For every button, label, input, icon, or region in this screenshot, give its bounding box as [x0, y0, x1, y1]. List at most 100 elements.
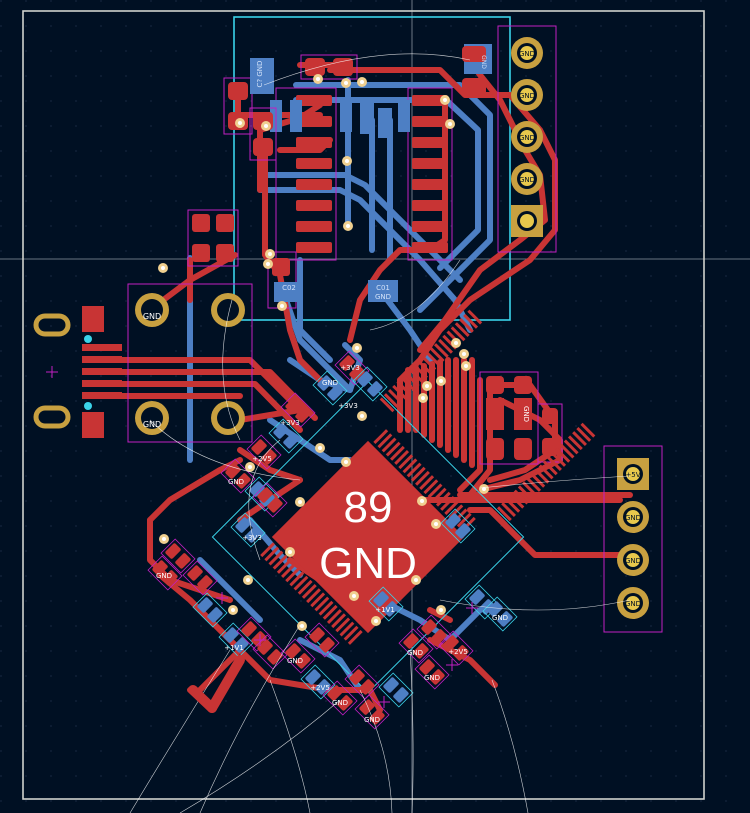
chip-pin — [444, 500, 460, 515]
top-header-pin[interactable]: GND — [511, 37, 543, 69]
chip-pin — [339, 621, 355, 637]
decoupling-capacitor[interactable] — [440, 508, 476, 544]
top-ic-footprint[interactable] — [270, 87, 453, 261]
decoupling-capacitor[interactable] — [416, 614, 452, 650]
decoupling-capacitor[interactable] — [182, 560, 218, 596]
chip-pin-count: 89 — [344, 483, 393, 532]
top-header-pin[interactable]: GND — [511, 121, 543, 153]
top-header-connector[interactable]: GND GND GND GND — [497, 25, 557, 253]
decoupling-capacitor[interactable] — [147, 555, 183, 591]
right-header-pin[interactable]: +5V — [617, 458, 649, 490]
via — [431, 519, 441, 529]
top-header-pin-label: GND — [519, 50, 535, 58]
right-gnd-label: GND — [522, 406, 530, 422]
decoupling-capacitor[interactable] — [252, 482, 288, 518]
via — [235, 118, 245, 128]
via — [263, 259, 273, 269]
chip-pin — [496, 506, 512, 522]
decoupling-capacitor[interactable] — [352, 366, 388, 402]
decoupling-capacitor[interactable] — [160, 538, 196, 574]
decoupling-capacitor[interactable] — [482, 596, 518, 632]
top-header-pin-label: GND — [519, 176, 535, 184]
chip-pin — [505, 497, 521, 513]
usb-mount-hole-top-right — [211, 293, 245, 327]
chip-pin — [433, 343, 449, 358]
decoupling-capacitor[interactable] — [414, 654, 450, 690]
right-resistor-group[interactable]: GND — [479, 371, 563, 465]
chip-pin — [417, 359, 433, 375]
right-header-pin[interactable]: GND — [617, 544, 649, 576]
via — [342, 156, 352, 166]
cap-c01-gnd-label: GND — [375, 293, 391, 301]
chip-pin — [285, 567, 301, 583]
decoupling-capacitor[interactable] — [368, 586, 404, 622]
usb-hole-label: GND — [143, 420, 161, 429]
chip-pin — [563, 439, 579, 455]
decoupling-capacitor[interactable] — [246, 434, 282, 470]
chip-pin — [427, 483, 443, 499]
top-header-pin[interactable] — [511, 205, 543, 237]
chip-pin — [335, 617, 351, 633]
decoupling-capacitor[interactable] — [304, 622, 340, 658]
top-header-pin[interactable]: GND — [511, 163, 543, 195]
right-header-pin[interactable]: GND — [617, 501, 649, 533]
cap-c01-label: C01 — [376, 284, 390, 292]
right-header-pin[interactable]: GND — [617, 587, 649, 619]
via — [158, 263, 168, 273]
right-header-pin-label: GND — [625, 514, 641, 522]
decoupling-capacitor[interactable] — [438, 630, 474, 666]
net-label: GND — [407, 649, 423, 657]
cap-gnd-top-label: GND — [480, 55, 487, 69]
via — [411, 575, 421, 585]
chip-pin — [450, 326, 466, 342]
right-header-connector[interactable]: +5V GND GND GND — [603, 445, 663, 633]
chip-pin — [297, 579, 313, 595]
decoupling-capacitor[interactable] — [268, 418, 304, 454]
chip-pin — [576, 426, 592, 442]
chip-net-label: GND — [319, 539, 417, 588]
decoupling-capacitors[interactable] — [147, 350, 518, 730]
capacitor-c01[interactable]: C01 GND — [368, 280, 398, 302]
via — [451, 338, 461, 348]
chip-pin — [331, 613, 346, 629]
decoupling-capacitor[interactable] — [322, 680, 358, 716]
via — [445, 119, 455, 129]
capacitor-c02[interactable]: C02 — [267, 251, 302, 309]
chip-pin — [379, 397, 395, 413]
via — [357, 77, 367, 87]
net-label: +1V1 — [375, 606, 395, 614]
main-qfn-chip[interactable]: 89 GND — [211, 296, 609, 694]
decoupling-capacitor[interactable] — [312, 370, 348, 406]
decoupling-capacitor[interactable] — [230, 512, 266, 548]
chip-pin — [326, 609, 342, 624]
usb-connector[interactable]: GND GND — [33, 283, 253, 443]
net-label: GND — [322, 379, 338, 387]
chip-pin — [538, 464, 554, 480]
chip-pin — [572, 431, 587, 447]
decoupling-capacitor[interactable] — [344, 664, 380, 700]
decoupling-capacitor[interactable] — [280, 392, 316, 428]
net-label: +3V3 — [242, 534, 262, 542]
decoupling-capacitor[interactable] — [378, 672, 414, 708]
decoupling-capacitor[interactable] — [354, 694, 390, 730]
decoupling-capacitor[interactable] — [398, 628, 434, 664]
left-pad-group[interactable] — [187, 209, 239, 267]
decoupling-capacitor[interactable] — [280, 638, 316, 674]
decoupling-capacitor[interactable] — [334, 350, 370, 386]
ratsnest-lines — [129, 53, 631, 813]
decoupling-capacitor[interactable] — [300, 664, 336, 700]
chip-pin — [398, 454, 414, 470]
module-fab-outline — [233, 16, 511, 321]
chip-pin — [580, 422, 596, 438]
chip-pin — [530, 472, 546, 488]
top-header-pin[interactable]: GND — [511, 79, 543, 111]
chip-pin — [390, 445, 405, 461]
via — [418, 393, 428, 403]
right-header-pin-label: GND — [625, 600, 641, 608]
decoupling-capacitor[interactable] — [192, 592, 228, 628]
chip-pin — [289, 571, 305, 587]
via — [422, 381, 432, 391]
decoupling-capacitor[interactable] — [220, 458, 256, 494]
net-label: GND — [156, 572, 172, 580]
